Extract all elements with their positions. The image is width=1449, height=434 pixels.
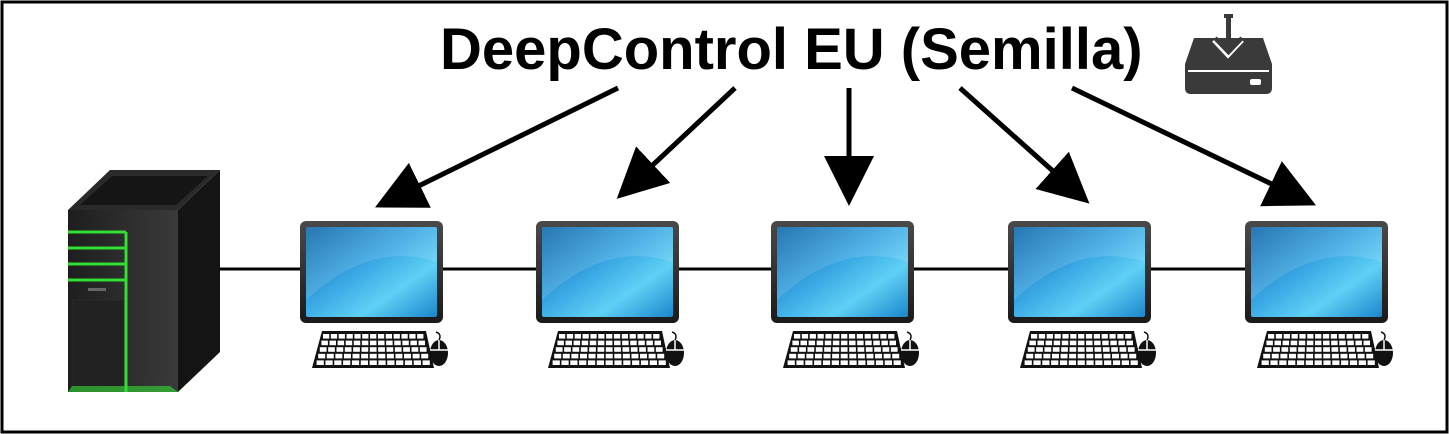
workstation-3	[771, 221, 919, 368]
mouse-icon	[1375, 331, 1393, 366]
workstation-4	[1008, 221, 1156, 368]
arrow-to-pc-4	[958, 86, 1090, 204]
keyboard-icon	[783, 331, 905, 368]
monitor-icon	[771, 221, 914, 323]
workstation-1	[300, 221, 448, 368]
keyboard-icon	[312, 331, 434, 368]
workstation-2	[536, 221, 684, 368]
monitor-icon	[536, 221, 679, 323]
arrows	[375, 85, 1317, 208]
monitor-icon	[1245, 221, 1388, 323]
arrow-to-pc-1	[375, 85, 620, 208]
mouse-icon	[430, 331, 448, 366]
monitor-icon	[300, 221, 443, 323]
arrow-to-pc-2	[616, 86, 737, 199]
mouse-icon	[901, 331, 919, 366]
download-drive-icon	[1185, 14, 1272, 94]
workstations	[300, 221, 1393, 368]
workstation-5	[1245, 221, 1393, 368]
mouse-icon	[1138, 331, 1156, 366]
mouse-icon	[666, 331, 684, 366]
server-tower-icon	[68, 170, 220, 392]
monitor-icon	[1008, 221, 1151, 323]
arrow-to-pc-5	[1070, 85, 1317, 207]
keyboard-icon	[1257, 331, 1379, 368]
keyboard-icon	[1020, 331, 1142, 368]
keyboard-icon	[548, 331, 670, 368]
diagram-title: DeepControl EU (Semilla)	[440, 17, 1143, 82]
